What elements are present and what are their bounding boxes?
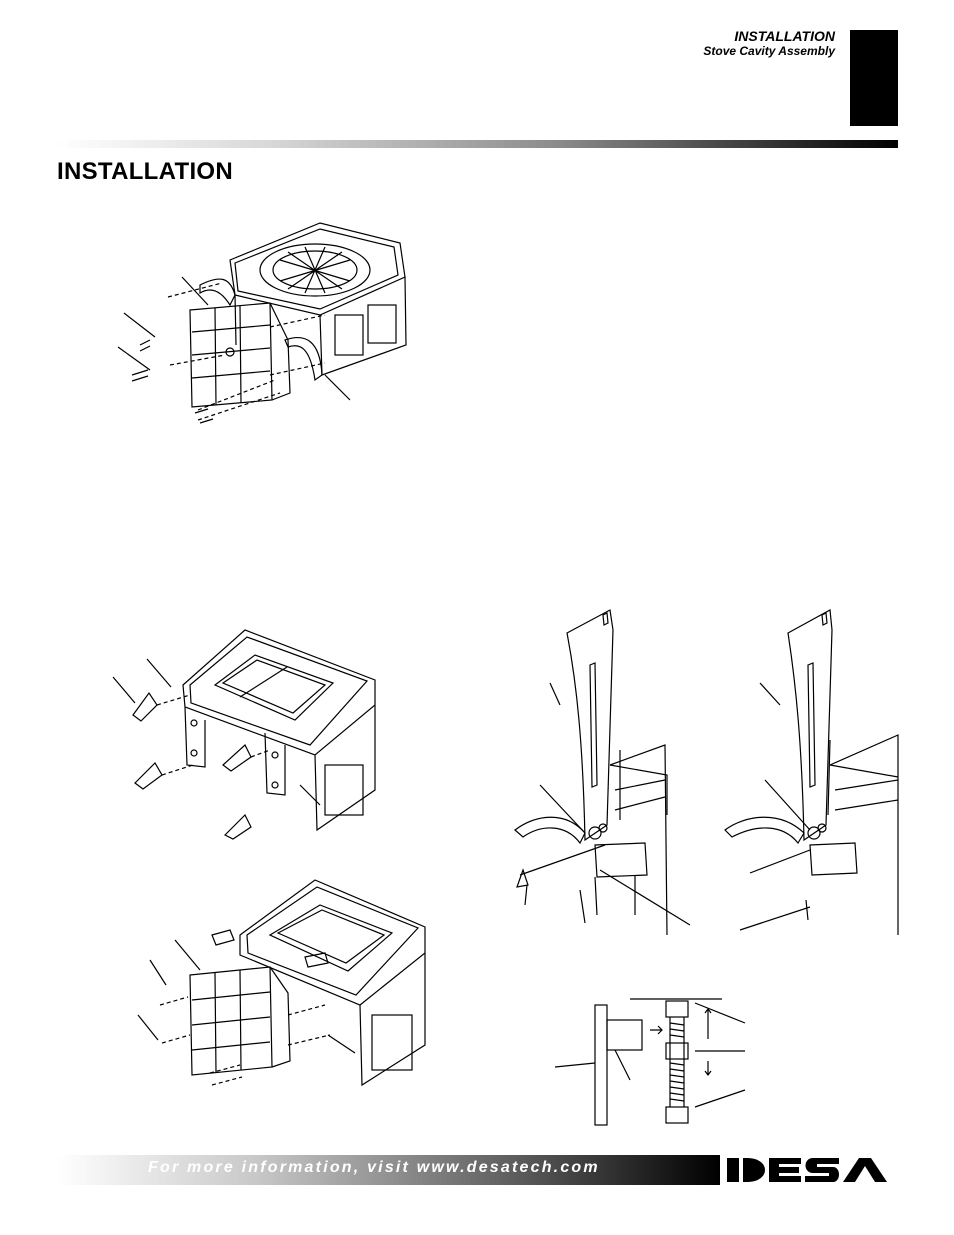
footer-band [57,1155,720,1185]
footer-info-link[interactable]: For more information, visit www.desatech… [148,1159,600,1176]
header-rule [57,140,898,148]
leg-hinge-detail-right-icon [724,609,899,935]
leveling-bolt-detail-icon [554,998,746,1126]
section-tab [850,30,898,126]
header-subsection-title: Stove Cavity Assembly [703,44,835,58]
stove-cavity-exploded-icon [117,222,407,424]
stove-front-panel-icon [137,879,426,1087]
header-section-label: INSTALLATION Stove Cavity Assembly [703,28,835,58]
header-section-title: INSTALLATION [734,28,835,44]
leg-hinge-detail-left-icon [514,609,691,936]
stove-top-legs-icon [112,629,376,840]
page-title: INSTALLATION [57,158,234,185]
desa-logo [727,1158,887,1182]
